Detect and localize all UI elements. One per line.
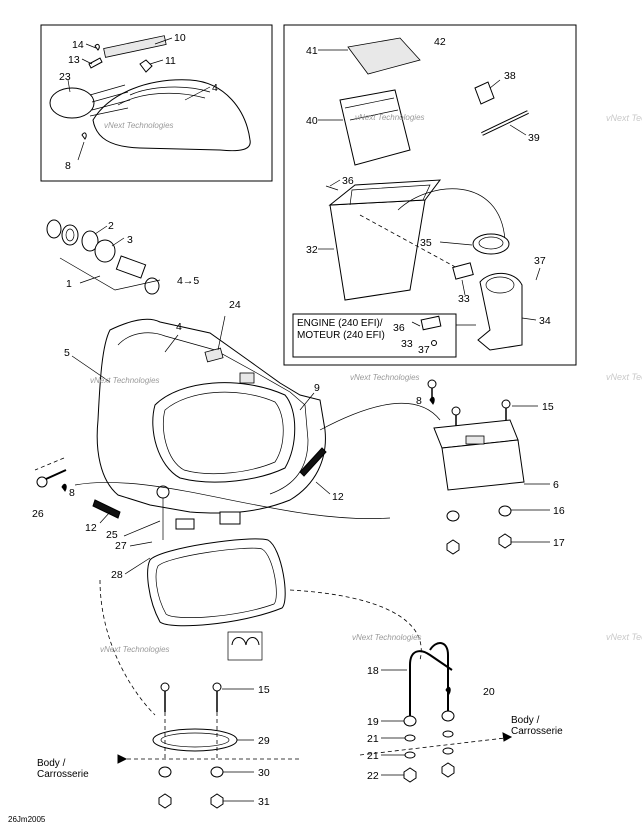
callout-23: 23 bbox=[59, 71, 71, 83]
callout-33-engine: 33 bbox=[401, 338, 413, 350]
callout-3: 3 bbox=[127, 234, 133, 246]
hinge-leaders bbox=[511, 405, 550, 543]
watermark-1: vNext Technologies bbox=[104, 121, 174, 130]
engine-note-line1: ENGINE (240 EFI)/ bbox=[297, 318, 383, 329]
callout-4-main: 4 bbox=[176, 321, 182, 333]
watermark-2: vNext Technologies bbox=[355, 113, 425, 122]
callout-33-top: 33 bbox=[458, 293, 470, 305]
callout-21b: 21 bbox=[367, 750, 379, 762]
callout-1: 1 bbox=[66, 278, 72, 290]
inset-box-fairing bbox=[40, 24, 273, 182]
callout-8-left: 8 bbox=[69, 487, 75, 499]
callout-42: 42 bbox=[434, 36, 446, 48]
watermark-4: vNext Technologies bbox=[350, 373, 420, 382]
callout-17: 17 bbox=[553, 537, 565, 549]
engine-note-line2: MOTEUR (240 EFI) bbox=[297, 330, 385, 341]
inset-fairing-leaders bbox=[67, 37, 211, 161]
callout-37-top: 37 bbox=[534, 255, 546, 267]
storage-leaders bbox=[318, 49, 541, 321]
callout-41: 41 bbox=[306, 45, 318, 57]
u-bolt-drawing bbox=[359, 642, 513, 783]
body-label-left-2: Carrosserie bbox=[37, 769, 89, 780]
callout-36-top: 36 bbox=[342, 175, 354, 187]
fairing-cover-drawing bbox=[49, 35, 251, 152]
lower-left-leaders bbox=[222, 688, 254, 802]
callout-38: 38 bbox=[504, 70, 516, 82]
callout-34: 34 bbox=[539, 315, 551, 327]
callout-4-to-5: 4→5 bbox=[177, 275, 199, 287]
callout-39: 39 bbox=[528, 132, 540, 144]
callout-19: 19 bbox=[367, 716, 379, 728]
lower-frame-drawing bbox=[99, 538, 422, 716]
engine-note-box bbox=[292, 313, 457, 358]
callout-2: 2 bbox=[108, 220, 114, 232]
body-label-right-1: Body / bbox=[511, 715, 540, 726]
watermark-9: vNext Technologies bbox=[606, 632, 642, 642]
callout-12-right: 12 bbox=[332, 491, 344, 503]
storage-parts-drawing bbox=[325, 37, 529, 351]
watermark-5: vNext Technologies bbox=[100, 645, 170, 654]
callout-30: 30 bbox=[258, 767, 270, 779]
callout-40: 40 bbox=[306, 115, 318, 127]
screw-26-drawing bbox=[36, 469, 67, 492]
callout-24: 24 bbox=[229, 299, 241, 311]
callout-10: 10 bbox=[174, 32, 186, 44]
watermark-6: vNext Technologies bbox=[352, 633, 422, 642]
callout-29: 29 bbox=[258, 735, 270, 747]
body-label-right-2: Carrosserie bbox=[511, 726, 563, 737]
watermark-3: vNext Technologies bbox=[90, 376, 160, 385]
callout-31: 31 bbox=[258, 796, 270, 808]
callout-15-hinge: 15 bbox=[542, 401, 554, 413]
body-label-left-1: Body / bbox=[37, 758, 66, 769]
callout-15-lower: 15 bbox=[258, 684, 270, 696]
watermark-7: vNext Technologies bbox=[606, 113, 642, 123]
knob-assembly-drawing bbox=[46, 219, 161, 295]
footer-code: 26Jm2005 bbox=[8, 815, 46, 824]
callout-21a: 21 bbox=[367, 733, 379, 745]
callout-25: 25 bbox=[106, 529, 118, 541]
callout-5: 5 bbox=[64, 347, 70, 359]
callout-6: 6 bbox=[553, 479, 559, 491]
callout-22: 22 bbox=[367, 770, 379, 782]
callout-35: 35 bbox=[420, 237, 432, 249]
callout-9: 9 bbox=[314, 382, 320, 394]
callout-4: 4 bbox=[212, 82, 218, 94]
callout-8-inset: 8 bbox=[65, 160, 71, 172]
callout-28: 28 bbox=[111, 569, 123, 581]
callout-36-engine: 36 bbox=[393, 322, 405, 334]
fairing-main-drawing bbox=[34, 318, 441, 540]
callout-20: 20 bbox=[483, 686, 495, 698]
callout-8-hinge: 8 bbox=[416, 395, 422, 407]
callout-32: 32 bbox=[306, 244, 318, 256]
callout-26: 26 bbox=[32, 508, 44, 520]
u-bolt-leaders bbox=[381, 669, 407, 776]
callout-16: 16 bbox=[553, 505, 565, 517]
callout-37-engine: 37 bbox=[418, 344, 430, 356]
callout-14: 14 bbox=[72, 39, 84, 51]
inset-box-storage bbox=[283, 24, 577, 366]
engine-note-parts bbox=[411, 315, 476, 346]
callout-27: 27 bbox=[115, 540, 127, 552]
watermark-8: vNext Technologies bbox=[606, 372, 642, 382]
hinge-bracket-drawing bbox=[427, 379, 525, 555]
lower-left-hardware bbox=[117, 682, 300, 809]
callout-12-left: 12 bbox=[85, 522, 97, 534]
callout-11: 11 bbox=[165, 55, 176, 67]
callout-18: 18 bbox=[367, 665, 379, 677]
fairing-main-leaders bbox=[71, 315, 331, 575]
callout-13: 13 bbox=[68, 54, 80, 66]
knob-leaders bbox=[79, 225, 125, 284]
